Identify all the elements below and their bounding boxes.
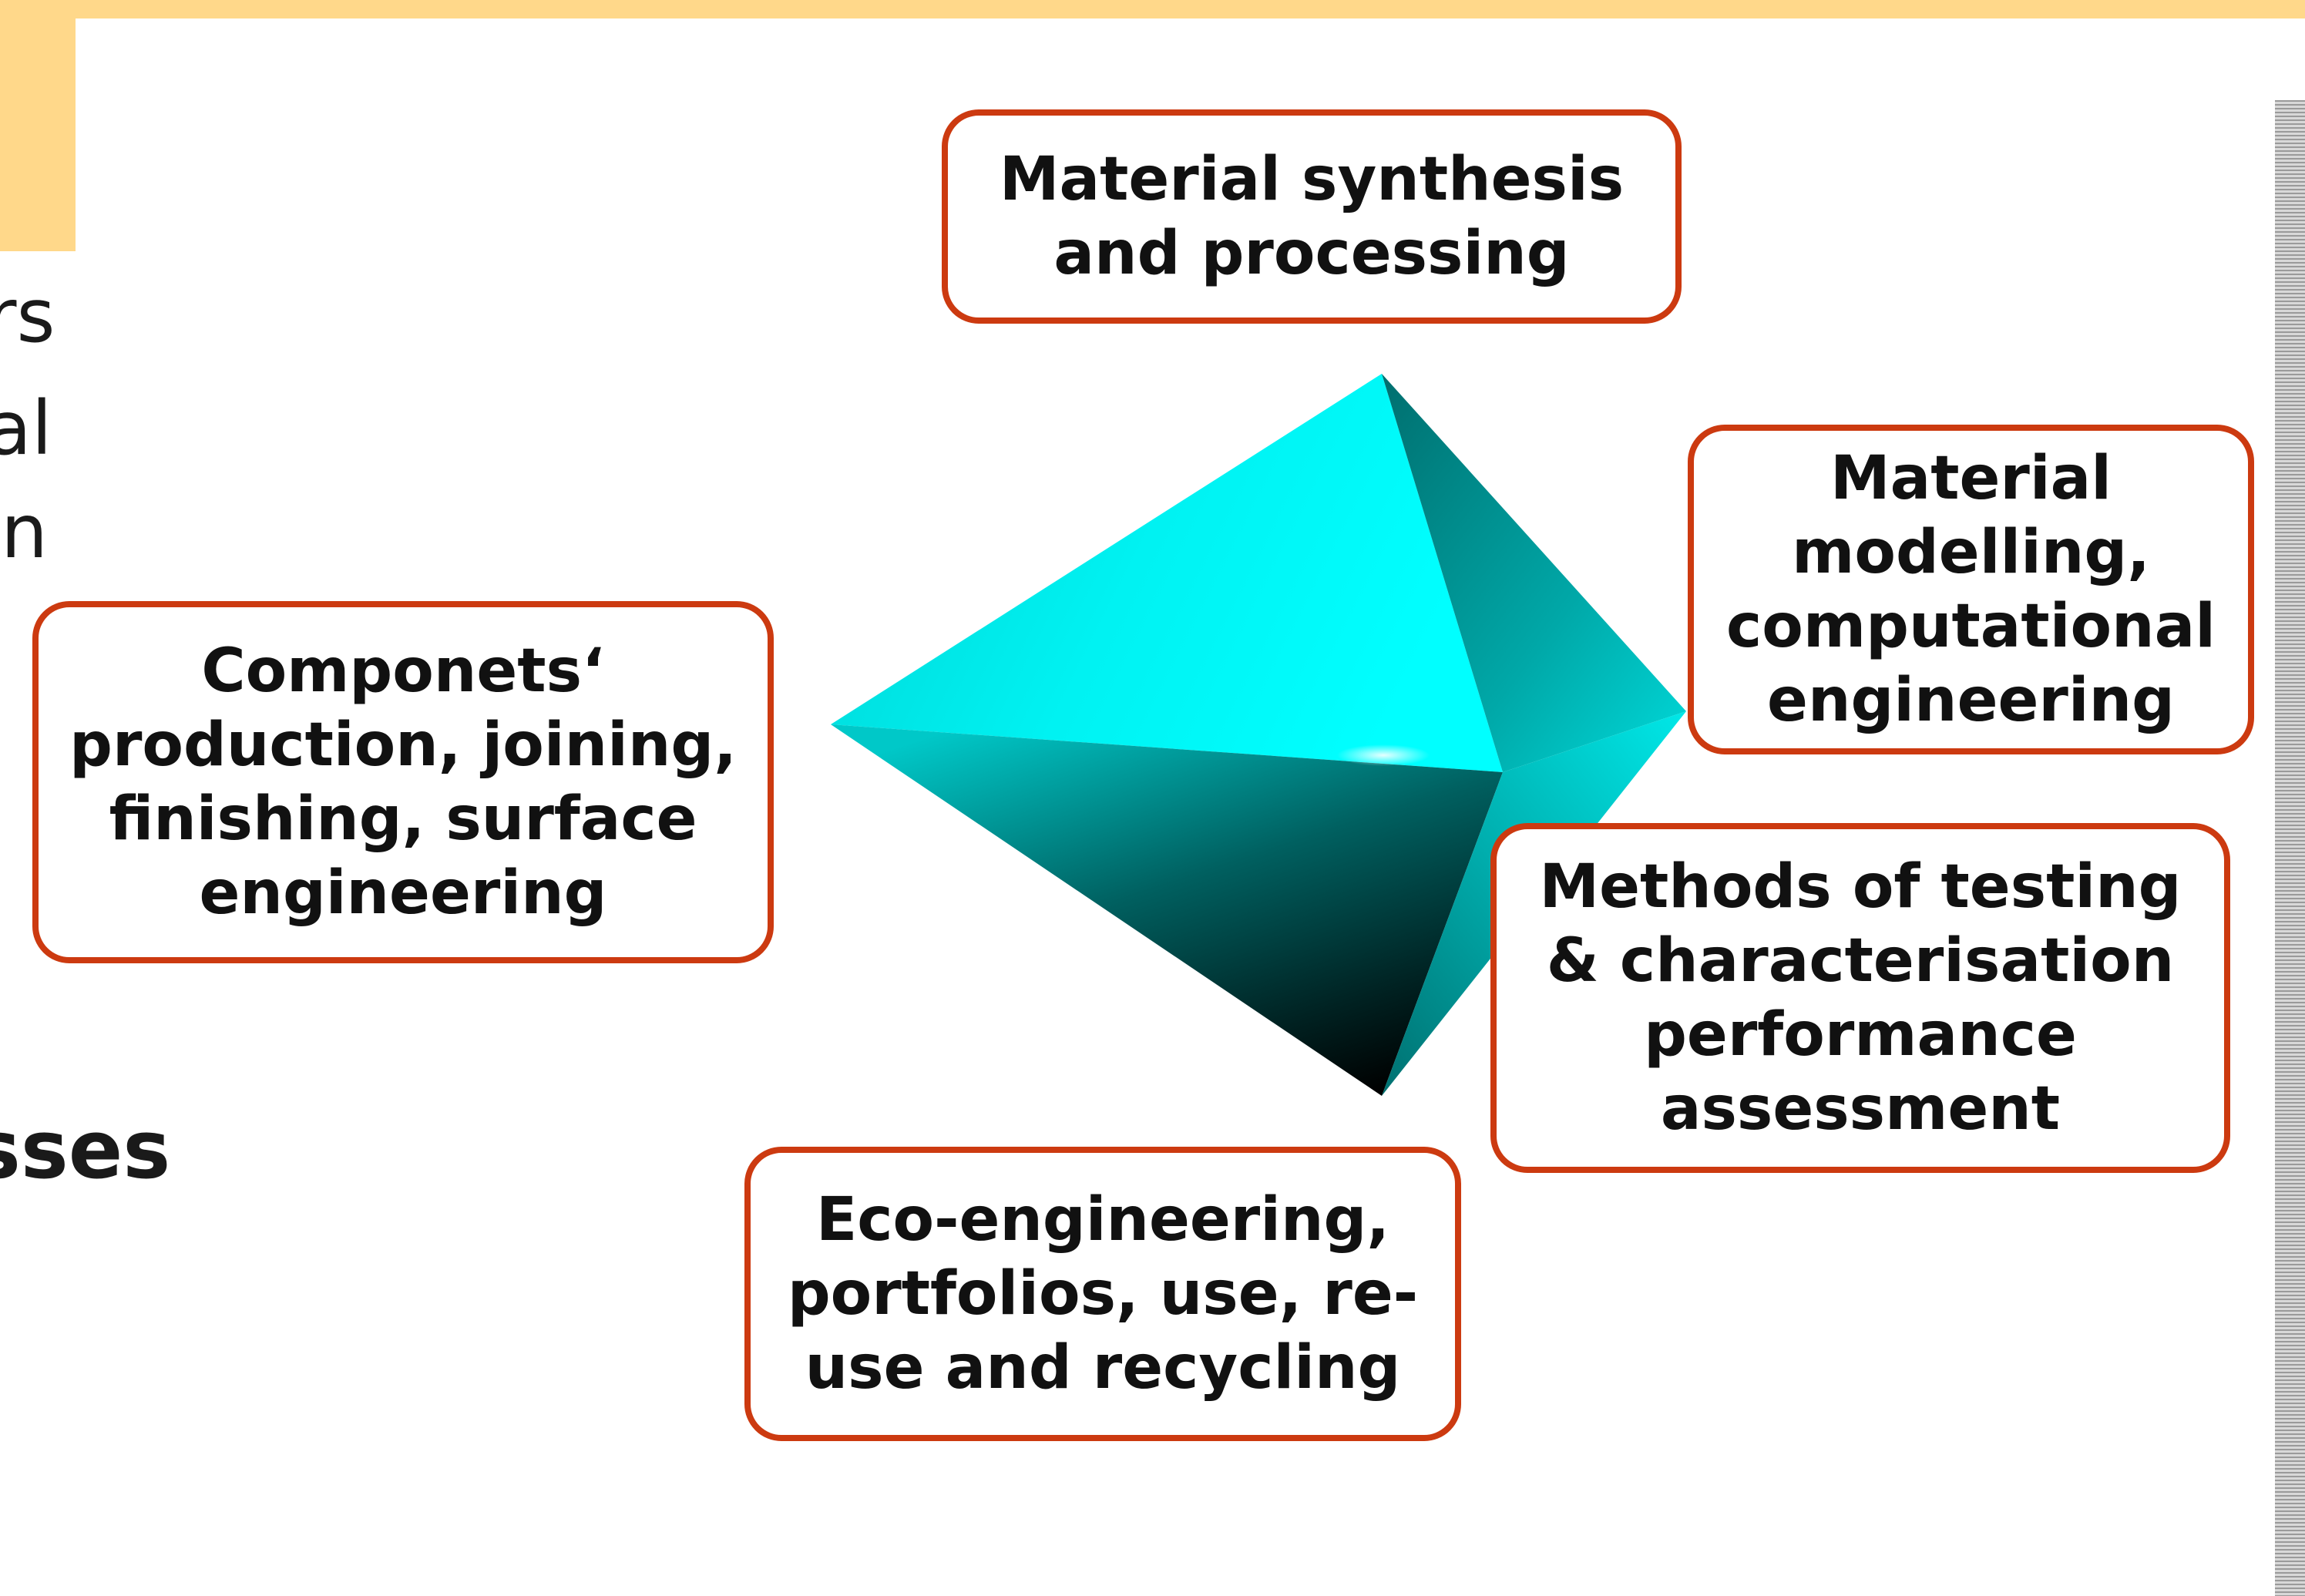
box-text-line: engineering	[199, 858, 607, 928]
box-text-line: use and recycling	[805, 1333, 1401, 1403]
box-components-production: Componets‘ production, joining, finishin…	[32, 601, 774, 963]
box-text-line: Methods of testing	[1539, 852, 2182, 922]
box-text-line: Material	[1830, 444, 2112, 513]
box-text-line: and processing	[1053, 219, 1570, 288]
box-eco-engineering: Eco-engineering, portfolios, use, re- us…	[744, 1147, 1461, 1441]
background-text-fragment: n	[1, 489, 48, 575]
box-text-line: computational	[1726, 592, 2216, 661]
box-text-line: finishing, surface	[109, 785, 697, 854]
box-text-line: Componets‘	[201, 637, 605, 706]
octahedron-shape	[831, 374, 1686, 1096]
box-text-line: engineering	[1767, 666, 2175, 735]
box-text-line: performance	[1644, 1000, 2077, 1070]
right-margin-blank	[2275, 18, 2305, 100]
box-text-line: modelling,	[1792, 518, 2150, 587]
box-text-line: assessment	[1660, 1074, 2061, 1144]
box-material-modelling: Material modelling, computational engine…	[1688, 425, 2254, 754]
top-header-band	[0, 0, 2305, 18]
right-scroll-strip	[2275, 100, 2305, 1596]
octahedron-face-top-left	[831, 374, 1503, 772]
background-text-fragment: rs	[0, 273, 55, 359]
box-text-line: production, joining,	[69, 711, 737, 780]
box-text-line: Material synthesis	[999, 145, 1625, 214]
box-testing-characterisation: Methods of testing & characterisation pe…	[1490, 823, 2230, 1173]
background-heading-fragment: sses	[0, 1103, 171, 1197]
background-text-fragment: al	[0, 385, 52, 472]
box-text-line: portfolios, use, re-	[787, 1259, 1419, 1329]
box-text-line: Eco-engineering,	[815, 1185, 1389, 1255]
title-block	[0, 18, 76, 251]
octahedron-face-top-right	[1382, 374, 1686, 772]
box-material-synthesis: Material synthesis and processing	[942, 109, 1682, 324]
octahedron-highlight	[1337, 744, 1430, 766]
box-text-line: & characterisation	[1546, 926, 2175, 996]
octahedron-face-bottom-left	[831, 724, 1503, 1096]
